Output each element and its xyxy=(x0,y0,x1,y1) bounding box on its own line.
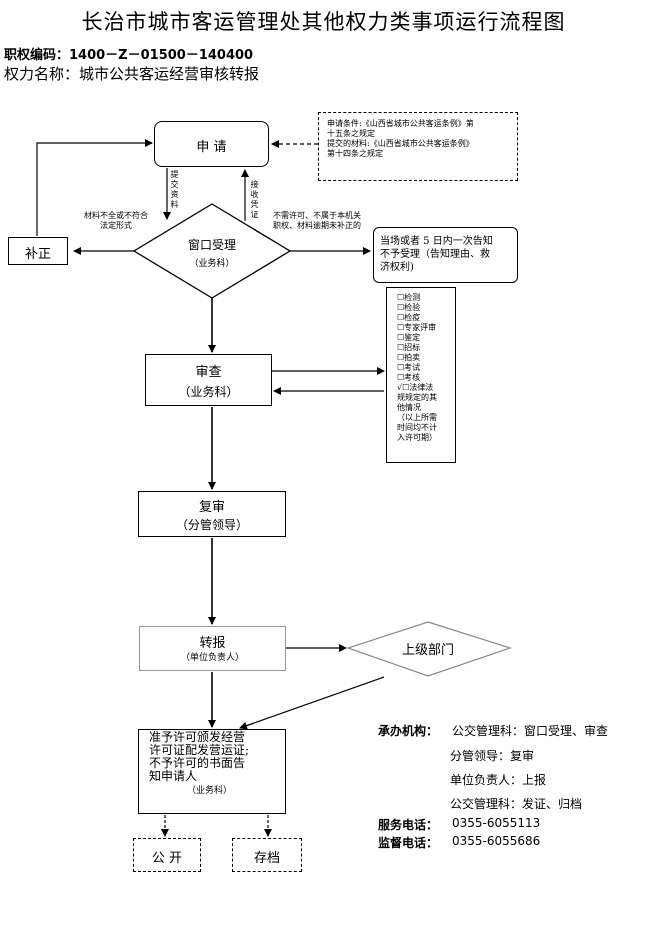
reject-line: 职权、材料逾期未补正的 xyxy=(273,221,361,230)
receipt-char: 凭 xyxy=(250,200,259,209)
service-phone: 0355-6055113 xyxy=(452,816,541,830)
checklist-item: ☐考核 xyxy=(397,373,421,382)
checklist-item: ☐拍卖 xyxy=(397,353,421,362)
notice-line-1: 当场或者 5 日内一次告知 xyxy=(380,236,493,247)
checklist-item: 他情况 xyxy=(397,403,421,412)
window-text: 窗口受理 （业务科） xyxy=(150,236,274,270)
checklist-box: ☐检测 ☐检验 ☐检疫 ☐专家评审 ☐鉴定 ☐招标 ☐拍卖 ☐考试 ☐考核 √☐… xyxy=(386,287,456,463)
org-line-2: 分管领导：复审 xyxy=(450,749,535,763)
reject-line: 不需许可、不属于本机关 xyxy=(273,211,361,220)
apply-box: 申 请 xyxy=(154,121,269,167)
forward-label: 转报 xyxy=(199,636,226,651)
recheck-dept: （分管领导） xyxy=(175,518,248,532)
decision-line-4: 知申请人 xyxy=(149,769,198,783)
decision-dept: （业务科） xyxy=(187,786,233,796)
checklist-item: √☐法律法 xyxy=(397,383,434,392)
correction-label: 补正 xyxy=(24,247,51,262)
superior-diamond xyxy=(346,621,512,677)
publish-box: 公 开 xyxy=(133,838,201,872)
service-label: 服务电话： xyxy=(378,818,439,832)
forward-dept: （单位负责人） xyxy=(180,653,244,663)
conditions-box: 申请条件:《山西省城市公共客运条例》第 十五条之规定 提交的材料:《山西省城市公… xyxy=(318,112,518,181)
incomplete-line: 材料不全或不符合 xyxy=(84,211,148,220)
org-line-4: 公交管理科：发证、归档 xyxy=(450,797,583,811)
decision-box: 准予许可颁发经营 许可证配发营运证; 不予许可的书面告 知申请人 （业务科） xyxy=(138,729,286,814)
notice-line-2: 不予受理（告知理由、救 xyxy=(380,249,490,260)
checklist-item: ☐检疫 xyxy=(397,313,421,322)
checklist-item: ☐招标 xyxy=(397,343,421,352)
checklist-item: ☐鉴定 xyxy=(397,333,421,342)
superior-label: 上级部门 xyxy=(401,643,454,658)
decision-line-2: 许可证配发营运证; xyxy=(149,743,250,757)
resubmit-arrow xyxy=(36,139,153,236)
review-box: 审查 （业务科） xyxy=(145,354,272,406)
recheck-label: 复审 xyxy=(198,500,225,515)
recheck-box: 复审 （分管领导） xyxy=(138,491,286,537)
checklist-item: 规规定的其 xyxy=(397,393,437,402)
submit-label: 提 交 资 料 xyxy=(170,170,179,210)
power-name: 权力名称：城市公共客运经营审核转报 xyxy=(4,65,260,83)
notice-line-3: 济权利) xyxy=(380,262,414,273)
notice-box: 当场或者 5 日内一次告知 不予受理（告知理由、救 济权利) xyxy=(373,227,518,283)
receipt-char: 接 xyxy=(250,180,259,189)
submit-char: 料 xyxy=(170,200,179,209)
page-title: 长治市城市客运管理处其他权力类事项运行流程图 xyxy=(81,10,566,34)
conditions-line-2: 十五条之规定 xyxy=(327,129,375,138)
incomplete-line: 法定形式 xyxy=(100,221,132,230)
checklist-item: 入许可期） xyxy=(397,433,437,442)
forward-box: 转报 （单位负责人） xyxy=(139,626,286,671)
conditions-line-1: 申请条件:《山西省城市公共客运条例》第 xyxy=(327,119,474,128)
checklist-item: 时间均不计 xyxy=(397,423,437,432)
window-diamond xyxy=(132,203,292,299)
receipt-label: 接 收 凭 证 xyxy=(250,180,259,220)
conditions-line-3: 提交的材料:《山西省城市公共客运条例》 xyxy=(327,139,474,148)
review-label: 审查 xyxy=(195,365,222,380)
submit-char: 交 xyxy=(170,180,179,189)
reject-label: 不需许可、不属于本机关 职权、材料逾期未补正的 xyxy=(262,211,372,231)
org-line-3: 单位负责人：上报 xyxy=(450,773,547,787)
archive-label: 存档 xyxy=(253,851,280,866)
publish-label: 公 开 xyxy=(151,851,183,866)
checklist-item: ☐专家评审 xyxy=(397,323,437,332)
decision-line-1: 准予许可颁发经营 xyxy=(149,730,246,744)
checklist-item: ☐检测 xyxy=(397,293,421,302)
window-dept: （业务科） xyxy=(189,259,235,269)
org-label: 承办机构： xyxy=(378,724,439,738)
submit-char: 资 xyxy=(170,190,179,199)
superior-to-decision-arrow xyxy=(239,676,385,730)
correction-box: 补正 xyxy=(8,237,68,265)
review-dept: （业务科） xyxy=(178,385,239,399)
checklist-item: ☐考试 xyxy=(397,363,421,372)
power-code: 职权编码：1400－Z－01500－140400 xyxy=(4,48,254,63)
submit-char: 提 xyxy=(170,170,179,179)
archive-box: 存档 xyxy=(232,838,302,872)
conditions-line-4: 第十四条之规定 xyxy=(327,149,383,158)
decision-line-3: 不予许可的书面告 xyxy=(149,756,246,770)
supervise-label: 监督电话： xyxy=(378,836,439,850)
incomplete-label: 材料不全或不符合 法定形式 xyxy=(74,211,158,231)
org-line-1: 公交管理科：窗口受理、审查 xyxy=(452,724,609,738)
receipt-char: 收 xyxy=(250,190,259,199)
supervise-phone: 0355-6055686 xyxy=(452,834,541,848)
window-label: 窗口受理 xyxy=(187,238,236,252)
checklist-item: （以上所需 xyxy=(397,413,437,422)
apply-label: 申 请 xyxy=(196,140,227,155)
receipt-char: 证 xyxy=(250,210,259,219)
checklist-item: ☐检验 xyxy=(397,303,421,312)
